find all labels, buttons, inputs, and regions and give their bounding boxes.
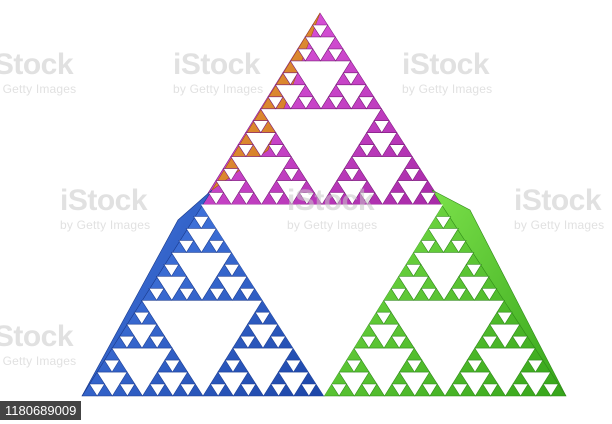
fractal-hole [267, 96, 284, 110]
fractal-hole [178, 287, 195, 301]
fractal-hole [419, 192, 436, 206]
fractal-hole [388, 144, 406, 158]
fractal-hole [391, 383, 408, 397]
fractal-hole [389, 192, 406, 206]
fractal-hole [88, 383, 106, 397]
fractal-hole [148, 287, 165, 301]
fractal-hole [312, 24, 329, 38]
fractal-hole [375, 311, 392, 325]
fractal-hole [297, 48, 314, 62]
fractal-hole [327, 48, 344, 62]
fractal-hole [267, 144, 285, 158]
fractal-hole [223, 263, 240, 277]
fractal-hole [465, 263, 482, 277]
fractal-hole [512, 383, 529, 397]
fractal-hole [527, 359, 544, 373]
fractal-hole [282, 72, 299, 86]
fractal-hole [270, 383, 287, 397]
fractal-hole [496, 311, 513, 325]
fractal-hole [222, 168, 239, 182]
fractal-hole [119, 383, 136, 397]
fractal-hole [358, 96, 375, 110]
fractal-hole [435, 216, 452, 229]
fractal-hole [342, 72, 359, 86]
fractal-hole [208, 240, 225, 253]
fractal-hole [327, 96, 345, 110]
fractal-hole [405, 263, 422, 277]
fractal-hole [240, 383, 257, 397]
fractal-hole [359, 192, 376, 206]
fractal-hole [297, 96, 314, 110]
fractal-hole [481, 335, 498, 349]
fractal-hole [298, 192, 315, 206]
fractal-hole [118, 335, 135, 349]
fractal-hole [238, 192, 255, 206]
fractal-hole [373, 120, 390, 134]
stock-id-label: 1180689009 [0, 401, 82, 420]
fractal-hole [450, 240, 467, 253]
fractal-hole [420, 287, 437, 301]
fractal-hole [103, 359, 120, 373]
fractal-hole [283, 168, 300, 182]
fractal-hole [224, 359, 241, 373]
pyramid-fractal [81, 12, 567, 397]
fractal-hole [209, 383, 227, 397]
fractal-hole [330, 383, 348, 397]
fractal-hole [482, 383, 499, 397]
fractal-hole [207, 192, 225, 206]
fractal-hole [404, 168, 421, 182]
fractal-hole [179, 383, 196, 397]
fractal-hole [361, 383, 378, 397]
fractal-hole [511, 335, 529, 349]
fractal-hole [328, 192, 346, 206]
fractal-hole [420, 240, 437, 253]
fractal-hole [149, 383, 166, 397]
fractal-hole [466, 359, 483, 373]
fractal-hole [254, 311, 271, 325]
fractal-hole [300, 383, 317, 397]
fractal-hole [237, 144, 254, 158]
fractal-hole [164, 359, 181, 373]
fractal-hole [193, 216, 210, 229]
fractal-hole [148, 335, 166, 349]
fractal-hole [269, 335, 287, 349]
fractal-hole [239, 335, 256, 349]
central-hole [201, 204, 443, 396]
fractal-hole [178, 240, 195, 253]
fractal-hole [343, 168, 360, 182]
fractal-hole [285, 359, 302, 373]
fractal-hole [450, 287, 468, 301]
fractal-hole [406, 359, 423, 373]
fractal-hole [208, 287, 226, 301]
fractal-hole [481, 287, 498, 301]
fractal-hole [133, 311, 150, 325]
fractal-hole [345, 359, 362, 373]
fractal-hole [268, 192, 285, 206]
fractal-hole [239, 287, 256, 301]
fractal-hole [163, 263, 180, 277]
fractal-hole [421, 383, 438, 397]
fractal-hole [542, 383, 559, 397]
fractal-hole [360, 335, 377, 349]
fractal-hole [390, 335, 408, 349]
fractal-hole [252, 120, 269, 134]
fractal-hole [390, 287, 407, 301]
fractal-hole [358, 144, 375, 158]
fractal-hole [451, 383, 469, 397]
